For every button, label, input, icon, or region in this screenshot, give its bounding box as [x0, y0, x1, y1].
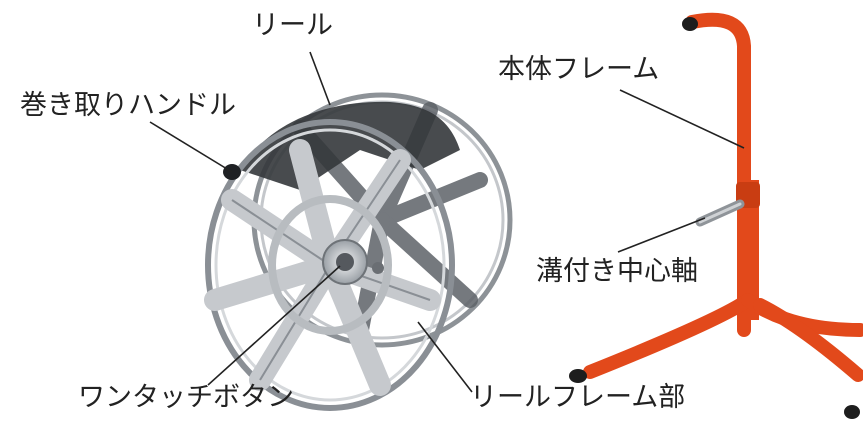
leader-lines — [149, 51, 745, 393]
leader-line-reel-frame-part — [417, 321, 473, 393]
leader-line-one-touch-button — [207, 265, 341, 386]
label-grooved-center-shaft: 溝付き中心軸 — [536, 256, 698, 287]
label-winding-handle: 巻き取りハンドル — [20, 90, 236, 121]
label-main-frame: 本体フレーム — [498, 54, 660, 85]
leader-line-grooved-shaft — [617, 217, 706, 253]
label-one-touch-button: ワンタッチボタン — [78, 382, 294, 413]
label-reel: リール — [252, 10, 333, 41]
label-reel-frame-part: リールフレーム部 — [470, 382, 686, 413]
leader-line-reel — [309, 51, 331, 106]
leader-line-winding-handle — [149, 121, 233, 173]
leader-line-main-frame — [619, 89, 745, 149]
main-stand-frame — [569, 12, 863, 419]
reel-front-flange — [204, 119, 455, 411]
